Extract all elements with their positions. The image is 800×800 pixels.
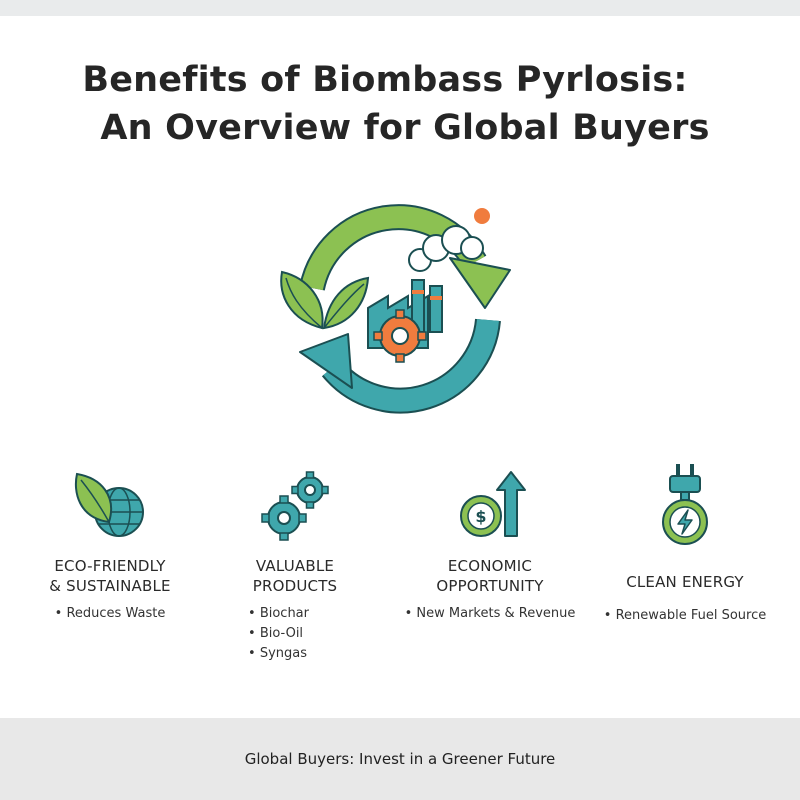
- pyrolysis-cycle-icon: [280, 204, 511, 414]
- list-item: Bio-Oil: [248, 624, 390, 644]
- list-item: Renewable Fuel Source: [590, 606, 780, 626]
- svg-text:$: $: [475, 507, 486, 526]
- footer-text: Global Buyers: Invest in a Greener Futur…: [244, 750, 556, 768]
- benefit-valuable-products: VALUABLE PRODUCTS Biochar Bio-Oil Syngas: [200, 460, 390, 664]
- gears-icon: [261, 471, 329, 541]
- top-strip: [0, 0, 800, 16]
- page-title: Benefits of Biombass Pyrlosis: An Overvi…: [0, 56, 800, 152]
- list-item: Syngas: [248, 644, 390, 664]
- dollar-growth-icon: $: [460, 471, 526, 537]
- benefit-eco-friendly: ECO-FRIENDLY & SUSTAINABLE Reduces Waste: [15, 460, 205, 624]
- list-item: New Markets & Revenue: [395, 604, 585, 624]
- benefit-heading: VALUABLE PRODUCTS: [252, 557, 338, 595]
- benefit-economic-opportunity: $ ECONOMIC OPPORTUNITY New Markets & Rev…: [395, 460, 585, 624]
- benefit-heading: ECONOMIC OPPORTUNITY: [436, 557, 544, 595]
- footer-banner: Global Buyers: Invest in a Greener Futur…: [0, 718, 800, 800]
- list-item: Biochar: [248, 604, 390, 624]
- benefit-heading: CLEAN ENERGY: [626, 573, 744, 591]
- benefit-list: Renewable Fuel Source: [590, 606, 780, 626]
- list-item: Reduces Waste: [15, 604, 205, 624]
- benefit-clean-energy: CLEAN ENERGY Renewable Fuel Source: [590, 460, 780, 626]
- leaf-globe-icon: [74, 472, 144, 537]
- benefit-list: Reduces Waste: [15, 604, 205, 624]
- title-line-1: Benefits of Biombass Pyrlosis:: [82, 60, 688, 100]
- plug-energy-icon: [662, 464, 708, 545]
- benefit-list: New Markets & Revenue: [395, 604, 585, 624]
- benefit-heading: ECO-FRIENDLY & SUSTAINABLE: [49, 557, 171, 595]
- title-line-2: An Overview for Global Buyers: [100, 108, 710, 148]
- benefit-list: Biochar Bio-Oil Syngas: [200, 604, 390, 664]
